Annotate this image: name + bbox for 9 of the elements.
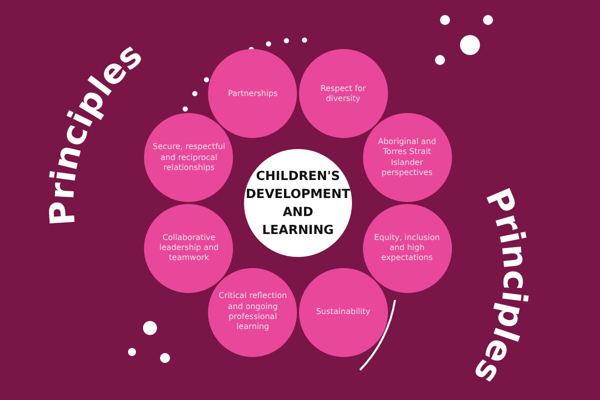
- principle-text: Partnerships: [228, 88, 278, 100]
- principle-text: Sustainability: [316, 306, 370, 318]
- principle-text: Aboriginal and Torres Strait Islander perspectives: [376, 137, 438, 179]
- principle-text: Respect for diversity: [319, 84, 367, 104]
- principle-text: Critical reflection and ongoing professional learning: [218, 291, 288, 333]
- center-title: CHILDREN'S DEVELOPMENT AND LEARNING: [246, 166, 350, 240]
- principle-text: Secure, respectful and reciprocal relationships: [152, 142, 226, 174]
- principle-text: Equity, inclusion and high expectations: [373, 232, 441, 264]
- principle-text: Collaborative leadership and teamwork: [158, 232, 220, 264]
